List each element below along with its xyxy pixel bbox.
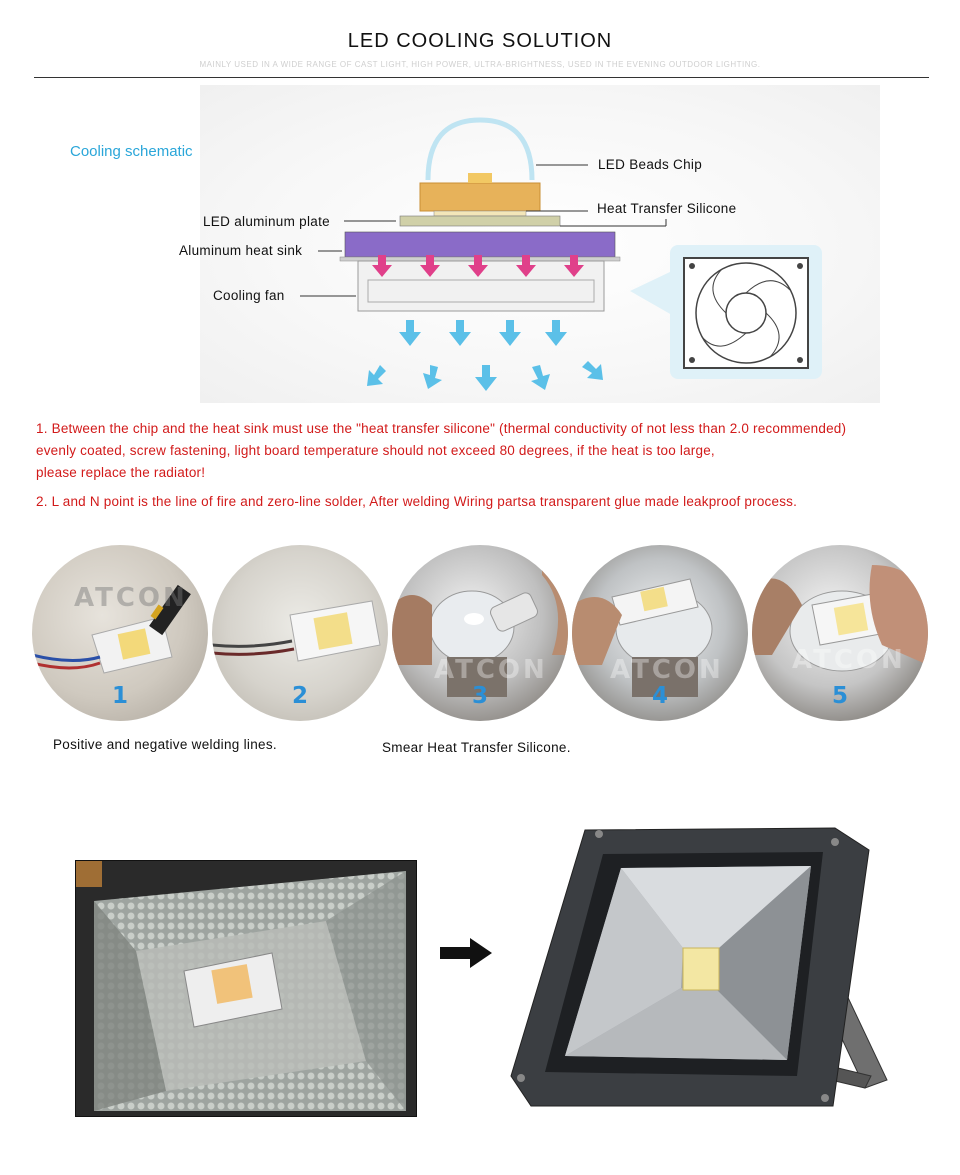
fan-blade-slot [367,279,595,303]
step-watermark: ATCON [74,583,188,613]
step-photo-4: ATCON 4 [572,545,748,721]
step-illustration-2 [212,600,381,662]
housing-illustration [76,861,416,1116]
housing-interior-photo [75,860,417,1117]
step-photo-2: 2 [212,545,388,721]
heat-arrow-icon [420,255,440,277]
callout-pointer [630,271,672,315]
led-dome [425,117,535,181]
led-die [468,173,492,183]
air-arrow-icon [582,361,603,380]
air-arrow-icon [499,320,521,346]
arrow-right-icon [440,938,492,968]
heat-arrow-icon [372,255,392,277]
page-subtitle: MAINLY USED IN A WIDE RANGE OF CAST LIGH… [199,60,761,69]
air-arrow-icon [475,365,497,391]
step-number-3: 3 [471,683,488,709]
label-led-aluminum-plate: LED aluminum plate [203,214,330,229]
heat-sink [344,231,616,258]
step-watermark: ATCON [792,645,906,675]
label-cooling-fan: Cooling fan [213,288,285,303]
silicone-layer [433,210,527,217]
note-line-2: evenly coated, screw fastening, light bo… [36,443,715,458]
floodlight-led-chip [682,947,720,991]
page-title: LED COOLING SOLUTION [347,30,613,52]
step-photo-3: ATCON 3 [392,545,568,721]
note-line-4: 2. L and N point is the line of fire and… [36,494,798,509]
header-divider [34,77,929,78]
air-arrow-icon [399,320,421,346]
air-arrow-icon [531,365,550,390]
heat-arrow-icon [468,255,488,277]
label-heat-transfer-silicone: Heat Transfer Silicone [597,201,737,216]
step-number-4: 4 [651,683,668,709]
air-arrow-icon [423,365,442,389]
caption-welding: Positive and negative welding lines. [53,737,277,752]
caption-silicone: Smear Heat Transfer Silicone. [382,740,571,755]
step-watermark: ATCON [434,655,548,685]
note-line-1: 1. Between the chip and the heat sink mu… [36,421,847,436]
step-illustration-3 [392,545,568,697]
step-illustration-5 [752,565,928,672]
label-led-beads-chip: LED Beads Chip [598,157,703,172]
step-number-5: 5 [831,683,848,709]
heat-arrow-icon [564,255,584,277]
led-chip-body [419,182,541,212]
cooling-schematic-diagram [300,117,822,391]
air-arrow-icon [449,320,471,346]
fan-icon [683,257,809,369]
step-number-1: 1 [111,683,128,709]
step-illustration-1 [32,584,191,674]
air-arrow-icon [367,365,386,386]
floodlight-product-image [510,827,888,1107]
step-illustration-4 [572,578,713,697]
airflow-arrows [367,320,603,391]
heat-arrows [372,255,584,277]
note-line-3: please replace the radiator! [36,465,206,480]
heat-arrow-icon [516,255,536,277]
step-watermark: ATCON [610,655,724,685]
air-arrow-icon [545,320,567,346]
label-aluminum-heat-sink: Aluminum heat sink [179,243,303,258]
step-number-2: 2 [291,683,308,709]
schematic-title: Cooling schematic [70,143,193,160]
step-photo-1: ATCON 1 [32,545,208,721]
step-photo-5: ATCON 5 [752,545,928,721]
aluminum-plate [399,215,561,227]
